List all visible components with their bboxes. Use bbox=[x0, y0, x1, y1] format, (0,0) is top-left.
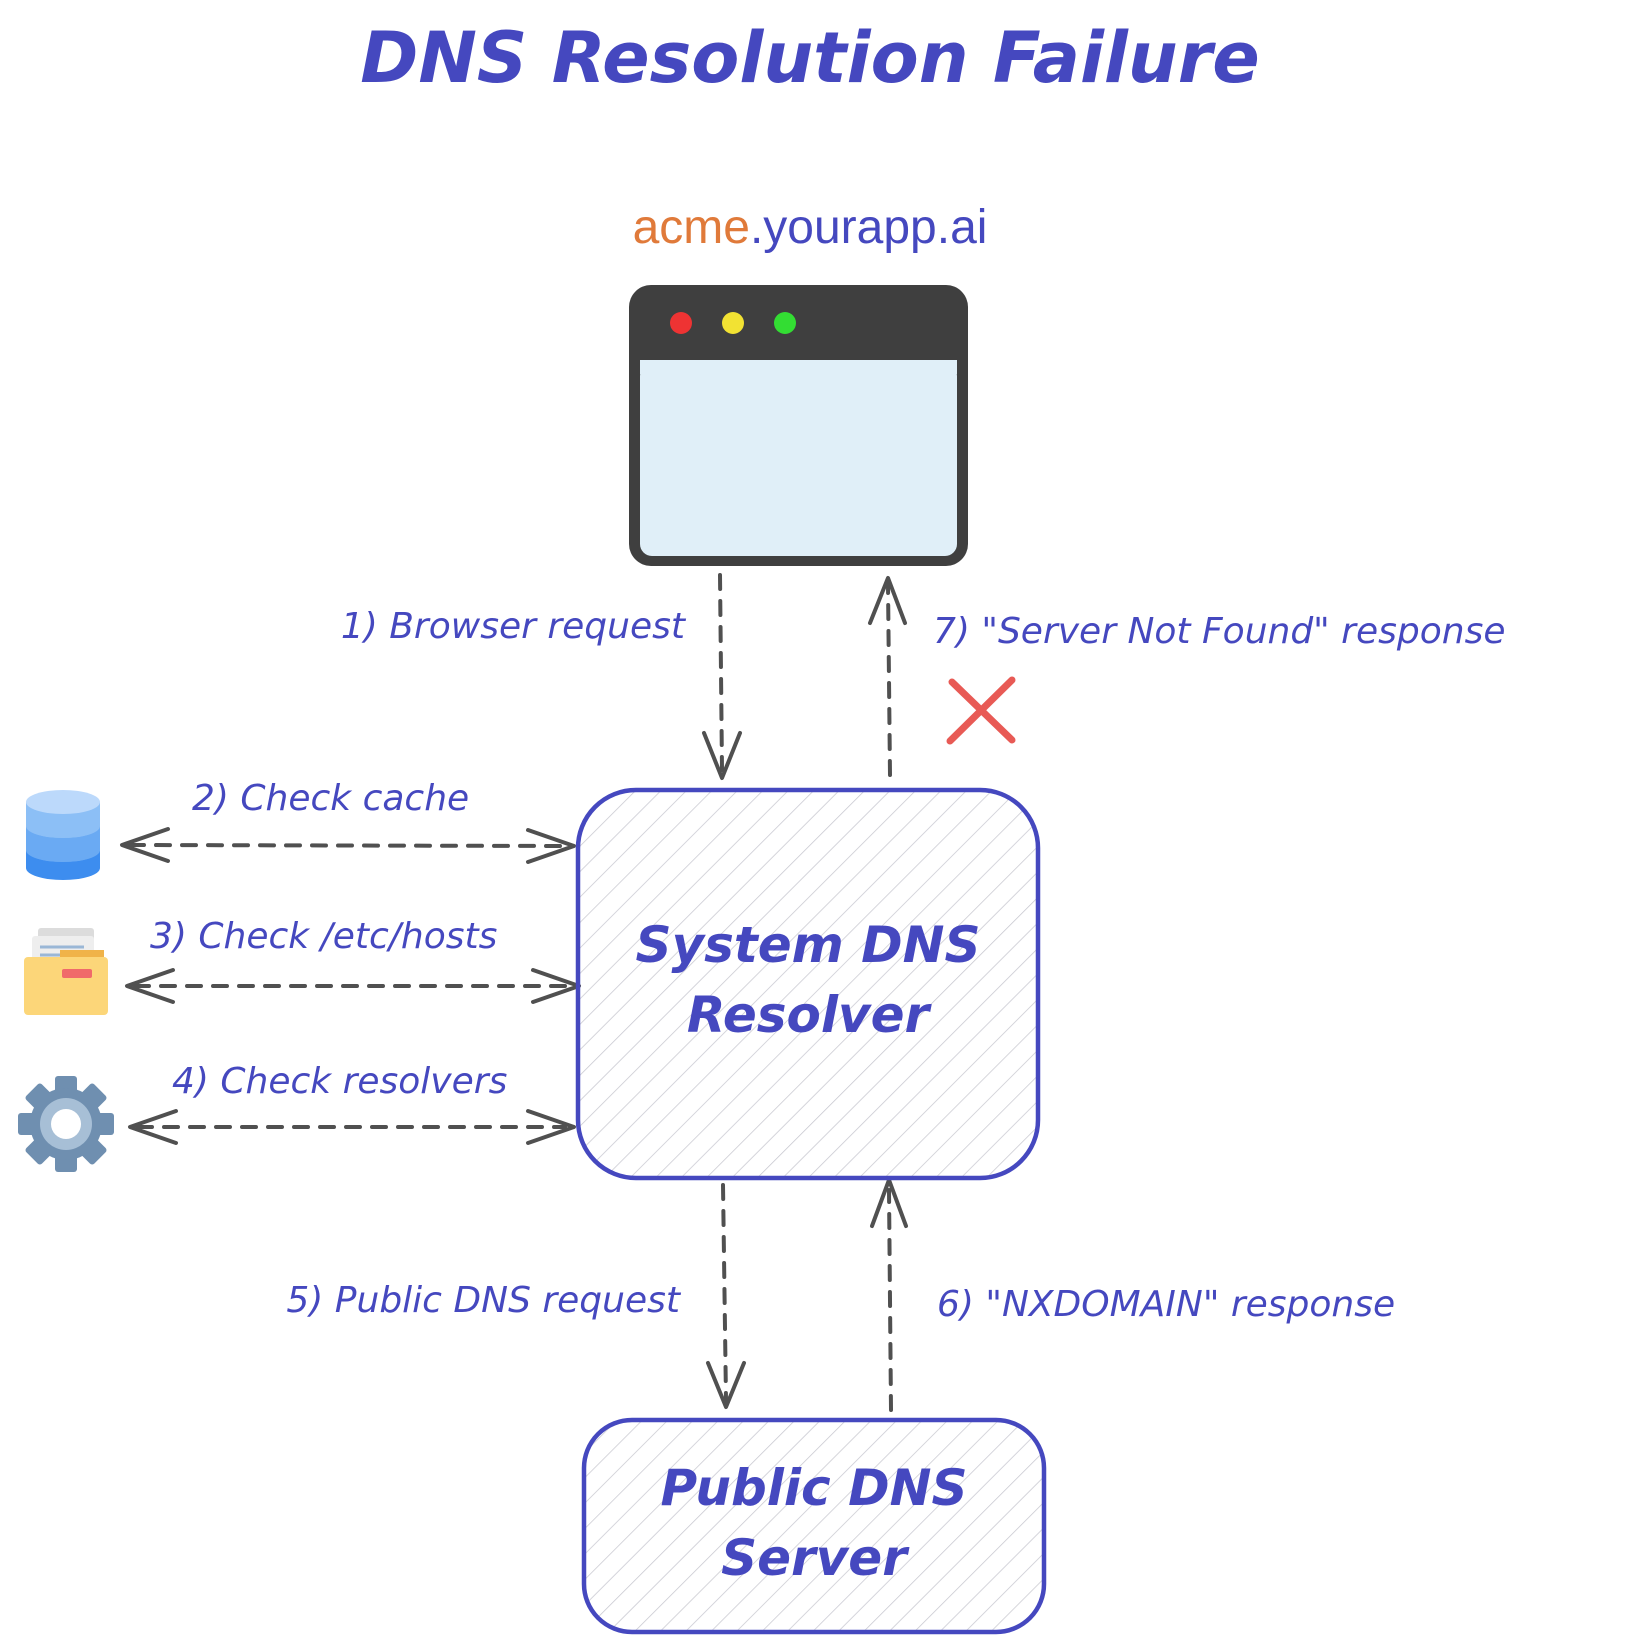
system-dns-resolver-box: System DNS Resolver bbox=[575, 787, 1041, 1181]
arrow-server-not-found bbox=[868, 576, 907, 777]
step-2-label: 2) Check cache bbox=[192, 778, 469, 819]
gear-icon bbox=[18, 1076, 114, 1172]
step-7-label: 7) "Server Not Found" response bbox=[933, 611, 1505, 652]
arrow-browser-request bbox=[702, 573, 742, 780]
database-icon bbox=[26, 790, 100, 880]
resolver-label-line2: Resolver bbox=[687, 986, 933, 1044]
domain-subdomain: acme bbox=[633, 201, 750, 254]
step-5-label: 5) Public DNS request bbox=[286, 1280, 681, 1321]
step-3-label: 3) Check /etc/hosts bbox=[150, 916, 497, 957]
step-4-label: 4) Check resolvers bbox=[172, 1061, 507, 1102]
arrow-check-hosts bbox=[125, 968, 581, 1004]
public-label-line1: Public DNS bbox=[661, 1459, 968, 1517]
resolver-label-line1: System DNS bbox=[635, 916, 980, 974]
public-dns-server-box: Public DNS Server bbox=[581, 1417, 1047, 1635]
arrow-nxdomain-response bbox=[870, 1178, 908, 1412]
diagram-title: DNS Resolution Failure bbox=[360, 17, 1260, 99]
step-1-label: 1) Browser request bbox=[341, 606, 687, 647]
step-6-label: 6) "NXDOMAIN" response bbox=[937, 1284, 1395, 1325]
arrow-check-cache bbox=[120, 827, 576, 864]
domain-rest: .yourapp.ai bbox=[750, 201, 988, 254]
folder-icon bbox=[24, 928, 108, 1015]
maximize-dot-icon bbox=[774, 312, 796, 334]
minimize-dot-icon bbox=[722, 312, 744, 334]
public-label-line2: Server bbox=[721, 1529, 910, 1587]
red-x-icon bbox=[946, 676, 1016, 745]
domain-name: acme.yourapp.ai bbox=[633, 201, 988, 254]
browser-window-icon bbox=[629, 285, 968, 566]
close-dot-icon bbox=[670, 312, 692, 334]
arrow-public-dns-request bbox=[706, 1183, 746, 1409]
arrow-check-resolvers bbox=[128, 1109, 576, 1145]
